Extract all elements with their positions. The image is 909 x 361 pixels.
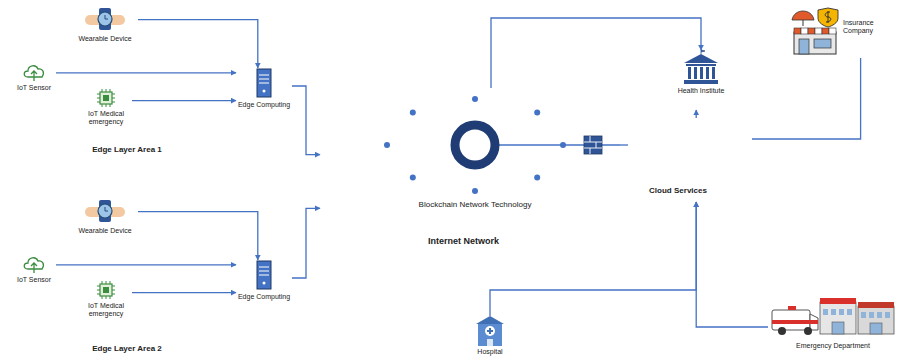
institution-node: Health Institute bbox=[668, 50, 734, 110]
node-label: Edge Computing bbox=[236, 101, 292, 109]
edge-area-ellipse: Edge Layer Area 2 Wearable DeviceIoT Sens… bbox=[2, 194, 315, 359]
node-label: Edge Layer Area 2 bbox=[62, 344, 192, 353]
chip-icon bbox=[95, 280, 117, 300]
institution-node: Emergency Department bbox=[768, 296, 898, 358]
institution-node: Hospital bbox=[462, 316, 518, 359]
sensor-icon bbox=[22, 62, 46, 82]
device-node: IoT Sensor bbox=[12, 62, 56, 98]
bank-icon bbox=[684, 54, 718, 84]
ed-icon bbox=[772, 296, 894, 338]
node-label: Hospital bbox=[462, 348, 518, 356]
device-node: Wearable Device bbox=[72, 197, 138, 239]
connector bbox=[696, 110, 697, 118]
server-icon bbox=[256, 68, 272, 98]
node-label: IoT Medical emergency bbox=[80, 110, 132, 126]
node-label: IoT Sensor bbox=[12, 84, 56, 92]
institution-node: Insurance Company bbox=[790, 3, 902, 58]
connector bbox=[138, 212, 258, 260]
node-label: Cloud Services bbox=[628, 186, 728, 195]
cloud-services: Cloud Services bbox=[628, 118, 752, 202]
connector bbox=[696, 202, 768, 327]
node-label: Health Institute bbox=[668, 87, 734, 95]
watch-icon bbox=[85, 197, 125, 225]
sensor-icon bbox=[22, 254, 46, 274]
device-node: IoT Sensor bbox=[12, 254, 56, 290]
watch-icon bbox=[85, 5, 125, 33]
chip-icon bbox=[95, 88, 117, 108]
hosp-icon bbox=[474, 316, 506, 346]
connector bbox=[138, 20, 258, 68]
node-label: Edge Computing bbox=[236, 293, 292, 301]
node-label: Wearable Device bbox=[72, 35, 138, 43]
node-label: Blockchain Network Technology bbox=[405, 200, 545, 209]
node-label: IoT Sensor bbox=[12, 276, 56, 284]
node-label: Wearable Device bbox=[72, 227, 138, 235]
server-icon bbox=[256, 260, 272, 290]
connector bbox=[56, 72, 236, 73]
connector bbox=[132, 292, 236, 293]
device-node: Wearable Device bbox=[72, 5, 138, 47]
node-label: Insurance Company bbox=[843, 19, 901, 35]
edge-server-node: Edge Computing bbox=[236, 260, 292, 320]
network-dots bbox=[384, 96, 566, 194]
node-label: Edge Layer Area 1 bbox=[62, 145, 192, 154]
connector bbox=[490, 202, 696, 316]
device-node: IoT Medical emergency bbox=[80, 88, 132, 130]
firewall-icon bbox=[584, 136, 602, 154]
connector bbox=[620, 144, 628, 145]
connector bbox=[292, 208, 320, 278]
connector bbox=[752, 58, 861, 139]
connector bbox=[56, 264, 236, 265]
ins-icon bbox=[790, 8, 840, 56]
network-label: Internet Network bbox=[428, 236, 499, 246]
edge-server-node: Edge Computing bbox=[236, 68, 292, 128]
connector bbox=[132, 100, 236, 101]
blockchain-ring bbox=[455, 125, 495, 165]
edge-area-ellipse: Edge Layer Area 1 Wearable DeviceIoT Sens… bbox=[2, 2, 315, 165]
device-node: IoT Medical emergency bbox=[80, 280, 132, 322]
connector bbox=[292, 86, 320, 155]
node-label: IoT Medical emergency bbox=[80, 302, 132, 318]
node-label: Emergency Department bbox=[768, 342, 898, 350]
connector bbox=[491, 18, 701, 88]
